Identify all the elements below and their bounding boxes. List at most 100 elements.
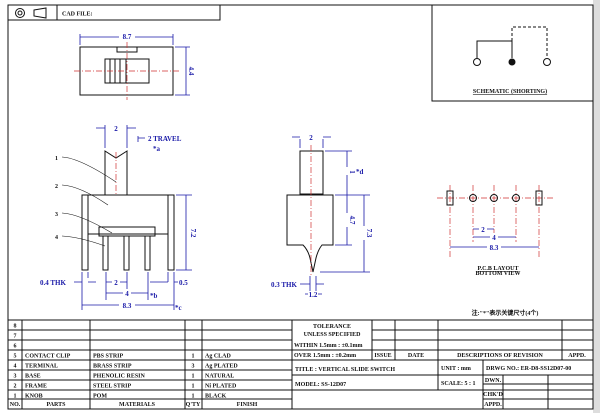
col-materials: MATERIALS [119,402,156,408]
pcb-pitch-dim: 2 [481,226,485,234]
unit-label: UNIT : mm [441,366,471,372]
col-finish: FINISH [237,402,258,408]
issue-header: ISSUE [374,353,391,359]
pcb-layout: 2 4 8.3 P.C.B LAYOUT BOTTOM VIEW 注:"*"表示… [437,185,553,317]
parts-cell-qty: 3 [192,364,195,370]
overall-width-dim: 8.3 [123,302,132,310]
chkd-label: CHK'D [483,392,503,398]
parts-cell-qty: 1 [192,394,195,400]
body-height-dim: 4.7 [348,216,356,225]
frame-thickness-dim: 0.4 THK [40,279,66,287]
callout-1: 1 [55,156,58,162]
cad-file-label: CAD FILE: [62,12,93,18]
parts-cell-qty: 1 [192,374,195,380]
pcb-overall-dim: 8.3 [490,244,499,252]
parts-cell-no: 6 [14,344,17,350]
parts-cell-materials: STEEL STRIP [93,384,132,390]
drawing-frame [7,4,594,410]
side-view: 2 1 *d 4.7 7.3 0.3 THK 1.2 [271,134,373,299]
top-width-dim: 8.7 [123,33,132,41]
pcb-pad [446,190,454,206]
scale-label: SCALE: 5 : 1 [441,381,476,387]
parts-cell-finish: Ag PLATED [205,364,238,370]
terminal-open-icon [473,58,481,66]
tolerance-unless: UNLESS SPECIFIED [304,332,362,338]
front-view: 1 2 3 4 2 2 TRAVEL *a 7.2 0.4 THK 2 0.5 … [40,125,197,312]
pin-width-dim: 1.2 [309,291,318,299]
parts-cell-finish: Ag CLAD [205,354,232,360]
key-dimension-note: 注:"*"表示关键尺寸(4个) [472,309,539,317]
revision-header: DESCRIPTIONS OF REVISION [457,353,543,359]
parts-cell-no: 7 [14,334,17,340]
parts-cell-no: 4 [14,364,17,370]
date-header: DATE [408,353,424,359]
tolerance-within: WITHIN 1.5mm : ±0.1mm [294,343,362,349]
schematic-title: SCHEMATIC (SHORTING) [473,88,547,95]
parts-cell-materials: PBS STRIP [93,354,124,360]
pcb-span-dim: 4 [492,234,496,242]
parts-cell-finish: BLACK [205,394,227,400]
parts-cell-parts: BASE [25,374,41,380]
pcb-pad [535,190,543,206]
header-box: CAD FILE: [7,4,221,21]
knob-width-dim: 2 [114,125,118,133]
pin-span-dim: 4 [125,290,129,298]
travel-dim: 2 TRAVEL [148,135,182,143]
col-qty: Q'TY [186,402,201,408]
callout-2: 2 [55,184,58,190]
pcb-hole [490,194,498,202]
parts-cell-parts: CONTACT CLIP [25,354,71,360]
appd-label: APPD. [484,402,502,408]
pcb-title: P.C.B LAYOUT [477,266,518,272]
title-block: TOLERANCE UNLESS SPECIFIED WITHIN 1.5mm … [292,319,593,409]
knob-height-mark: *d [356,168,364,176]
dwn-label: DWN. [485,378,502,384]
tolerance-label: TOLERANCE [313,324,351,330]
parts-cell-finish: Ni PLATED [205,384,237,390]
side-knob-height-dim: 1 [348,170,356,174]
parts-cell-no: 5 [14,354,17,360]
col-no: NO. [10,402,21,408]
travel-mark: *a [153,145,161,153]
parts-cell-no: 3 [14,374,17,380]
pin-pitch-dim: 2 [114,279,118,287]
parts-cell-parts: FRAME [25,384,47,390]
drawing-number: DRWG NO.: ER-D8-SS12D07-00 [486,366,571,372]
side-knob-width-dim: 2 [309,134,313,142]
appd-header: APPD. [568,353,586,359]
span-mark: *b [150,292,158,300]
parts-cell-materials: PHENOLIC RESIN [93,374,146,380]
overall-mark: *c [175,304,182,312]
parts-cell-parts: KNOB [25,394,43,400]
parts-cell-qty: 1 [192,354,195,360]
parts-cell-materials: BRASS STRIP [93,364,132,370]
callout-3: 3 [55,212,58,218]
tolerance-over: OVER 1.5mm : ±0.2mm [294,353,356,359]
terminal-open-icon [543,58,551,66]
edge-dim: 0.5 [179,279,188,287]
top-height-dim: 4.4 [187,67,195,76]
pcb-hole [469,194,477,202]
callout-4: 4 [55,235,58,241]
model-label: MODEL: SS-12D07 [295,382,346,388]
parts-cell-qty: 1 [192,384,195,390]
drawing-title: TITLE : VERTICAL SLIDE SWITCH [295,367,395,373]
col-parts: PARTS [46,402,66,408]
parts-cell-finish: NATURAL [205,374,234,380]
pcb-hole [512,194,520,202]
side-overall-height-dim: 7.3 [365,229,373,238]
pcb-subtitle: BOTTOM VIEW [476,271,521,277]
top-view: 8.7 4.4 [74,32,195,100]
parts-cell-no: 2 [14,384,17,390]
schematic: SCHEMATIC (SHORTING) [431,4,594,102]
parts-cell-parts: TERMINAL [25,364,58,370]
projection-symbol-icon [15,7,47,19]
terminal-common-icon [508,58,516,66]
parts-cell-materials: POM [93,394,107,400]
side-strip [593,0,600,413]
parts-cell-no: 1 [14,394,17,400]
parts-cell-no: 8 [14,324,17,330]
parts-table: 8 7 6 5 CONTACT CLIP PBS STRIP 1 Ag CLAD 4 TERMIN… [8,319,293,409]
